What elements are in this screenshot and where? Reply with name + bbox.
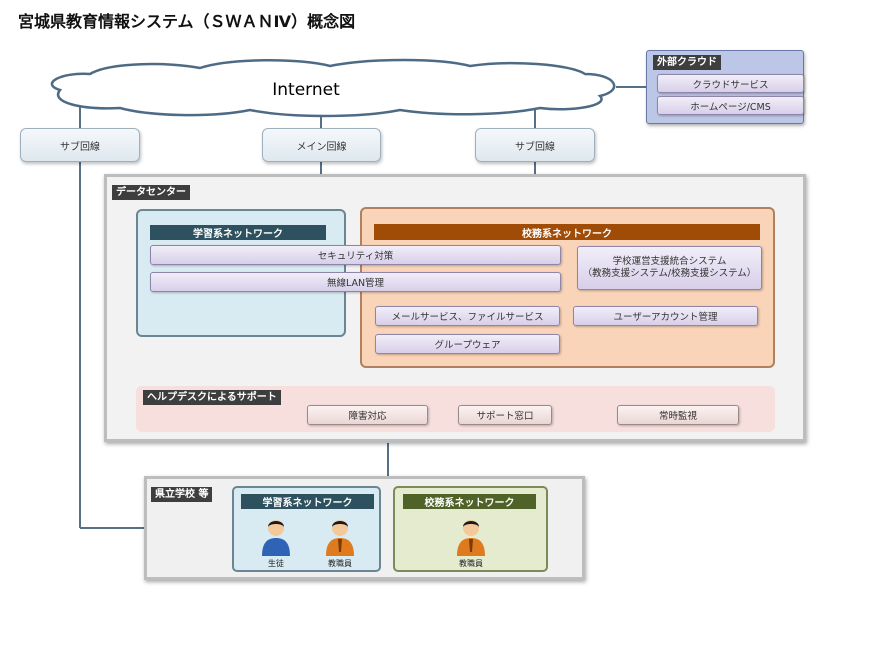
- external-cloud-box: 外部クラウド クラウドサービス ホームページ/CMS: [646, 50, 804, 124]
- school-admin-network: 校務系ネットワーク 教職員: [393, 486, 548, 572]
- student-label: 生徒: [268, 559, 284, 568]
- school-learning-network: 学習系ネットワーク 生徒 教職員: [232, 486, 381, 572]
- constant-monitoring-item: 常時監視: [617, 405, 739, 425]
- dc-learning-network-header: 学習系ネットワーク: [150, 225, 326, 240]
- security-item: セキュリティ対策: [150, 245, 561, 265]
- page-title: 宮城県教育情報システム（ＳＷＡＮⅣ）概念図: [18, 12, 356, 31]
- student-icon: [262, 520, 290, 556]
- school-admin-network-header: 校務系ネットワーク: [403, 494, 536, 509]
- school-operation-system-item: 学校運営支援統合システム （教務支援システム/校務支援システム）: [577, 246, 762, 290]
- support-desk-item: サポート窓口: [458, 405, 552, 425]
- external-cloud-label: 外部クラウド: [653, 55, 721, 70]
- sub-circuit-left: サブ回線: [20, 128, 140, 162]
- internet-label: Internet: [272, 80, 340, 100]
- admin-staff-label: 教職員: [459, 559, 483, 568]
- staff-icon: [326, 520, 354, 556]
- main-circuit: メイン回線: [262, 128, 381, 162]
- dc-admin-network-header: 校務系ネットワーク: [374, 224, 760, 240]
- data-center-label: データセンター: [112, 185, 190, 200]
- internet-cloud: [50, 58, 616, 118]
- helpdesk-label: ヘルプデスクによるサポート: [143, 390, 281, 405]
- school-system-line2: （教務支援システム/校務支援システム）: [582, 268, 757, 279]
- school-label: 県立学校 等: [151, 487, 213, 502]
- wireless-lan-item: 無線LAN管理: [150, 272, 561, 292]
- mail-file-service-item: メールサービス、ファイルサービス: [375, 306, 560, 326]
- staff-label: 教職員: [328, 559, 352, 568]
- cloud-service-item: クラウドサービス: [657, 74, 804, 93]
- user-account-item: ユーザーアカウント管理: [573, 306, 758, 326]
- school-learning-network-header: 学習系ネットワーク: [241, 494, 374, 509]
- failure-response-item: 障害対応: [307, 405, 428, 425]
- school-system-line1: 学校運営支援統合システム: [612, 256, 727, 267]
- groupware-item: グループウェア: [375, 334, 560, 354]
- homepage-cms-item: ホームページ/CMS: [657, 96, 804, 115]
- admin-staff-icon: [457, 520, 485, 556]
- sub-circuit-right: サブ回線: [475, 128, 595, 162]
